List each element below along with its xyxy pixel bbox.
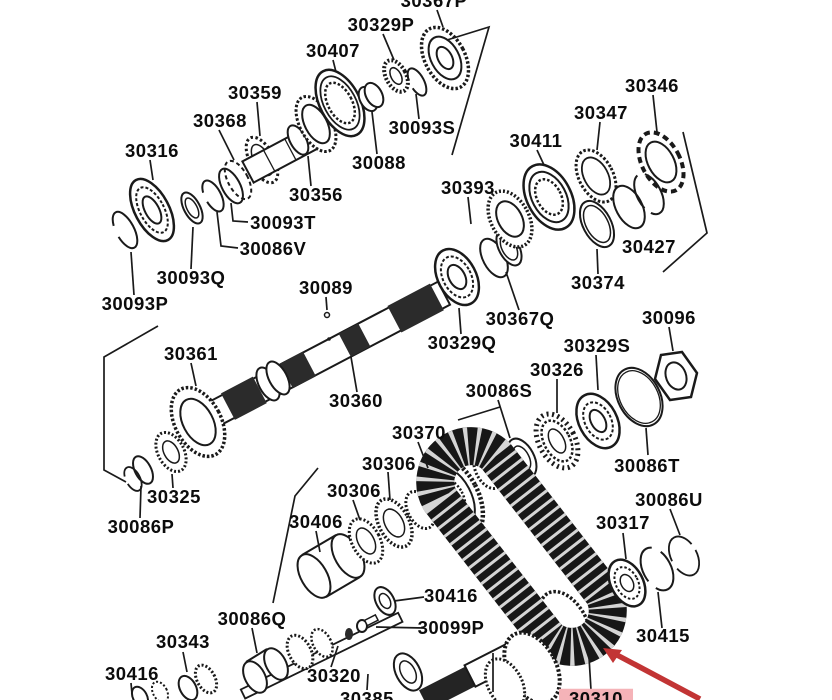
bearing-nut-cluster	[506, 350, 699, 479]
output-shaft-assembly	[392, 535, 701, 700]
main-shaft-assembly	[123, 130, 686, 492]
drive-chain	[416, 427, 627, 666]
counter-gear-chain-assembly	[296, 427, 627, 666]
input-shaft-assembly	[111, 25, 471, 250]
red-arrow-annotation	[603, 648, 702, 700]
lower-shaft-assembly	[130, 586, 404, 700]
bracket-lines	[103, 25, 708, 604]
leader-lines	[130, 9, 681, 695]
